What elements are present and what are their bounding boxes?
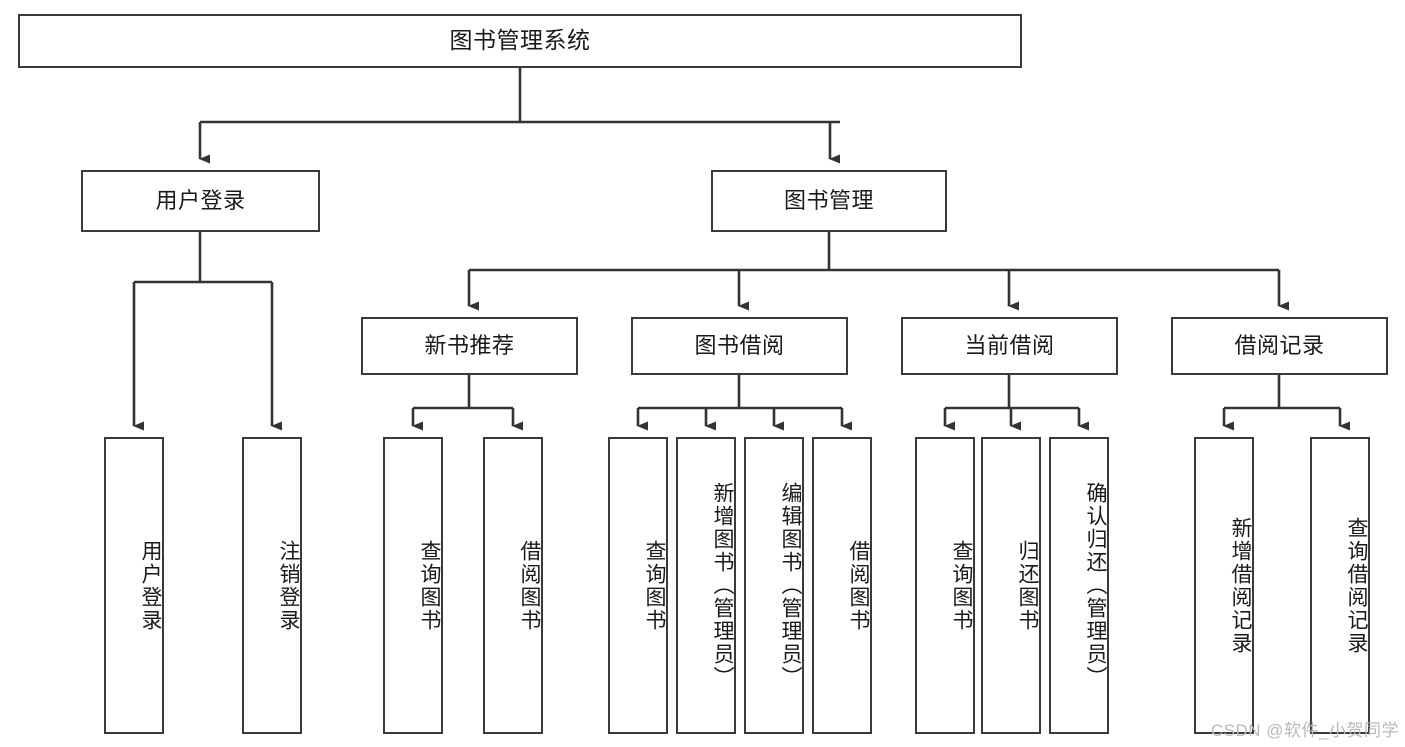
leaf-user-login-logout[interactable]: 注销登录 bbox=[242, 437, 302, 734]
node-user-login-label: 用户登录 bbox=[155, 188, 246, 214]
leaf-label: 新增借阅记录 bbox=[1229, 516, 1252, 655]
leaf-borrow-add-book-admin[interactable]: 新增图书（管理员） bbox=[676, 437, 736, 734]
leaf-label: 查询图书 bbox=[950, 539, 973, 632]
leaf-label: 注销登录 bbox=[277, 539, 300, 632]
leaf-label: 查询图书 bbox=[643, 539, 666, 632]
leaf-new-book-borrow[interactable]: 借阅图书 bbox=[483, 437, 543, 734]
leaf-label: 确认归还（管理员） bbox=[1084, 482, 1107, 689]
node-borrow-records[interactable]: 借阅记录 bbox=[1171, 317, 1388, 375]
leaf-user-login-login[interactable]: 用户登录 bbox=[104, 437, 164, 734]
node-root-label: 图书管理系统 bbox=[449, 27, 591, 54]
leaf-label: 编辑图书（管理员） bbox=[779, 482, 802, 689]
node-book-management-label: 图书管理 bbox=[783, 188, 874, 214]
leaf-label: 归还图书 bbox=[1016, 539, 1039, 632]
leaf-label: 查询借阅记录 bbox=[1345, 516, 1368, 655]
leaf-borrow-query-book[interactable]: 查询图书 bbox=[608, 437, 668, 734]
leaf-borrow-borrow-book[interactable]: 借阅图书 bbox=[812, 437, 872, 734]
leaf-label: 借阅图书 bbox=[518, 539, 541, 632]
leaf-new-book-query[interactable]: 查询图书 bbox=[383, 437, 443, 734]
leaf-borrow-edit-book-admin[interactable]: 编辑图书（管理员） bbox=[744, 437, 804, 734]
node-book-management[interactable]: 图书管理 bbox=[711, 170, 947, 232]
leaf-label: 借阅图书 bbox=[847, 539, 870, 632]
leaf-label: 查询图书 bbox=[418, 539, 441, 632]
node-book-borrow[interactable]: 图书借阅 bbox=[631, 317, 848, 375]
leaf-records-query-record[interactable]: 查询借阅记录 bbox=[1310, 437, 1370, 734]
leaf-records-add-record[interactable]: 新增借阅记录 bbox=[1194, 437, 1254, 734]
leaf-label: 用户登录 bbox=[139, 539, 162, 632]
leaf-current-confirm-return-admin[interactable]: 确认归还（管理员） bbox=[1049, 437, 1109, 734]
node-current-borrow[interactable]: 当前借阅 bbox=[901, 317, 1118, 375]
node-book-borrow-label: 图书借阅 bbox=[694, 333, 785, 359]
node-new-book-recommend[interactable]: 新书推荐 bbox=[361, 317, 578, 375]
node-user-login[interactable]: 用户登录 bbox=[81, 170, 320, 232]
node-root[interactable]: 图书管理系统 bbox=[18, 14, 1022, 68]
csdn-watermark: CSDN @软件_小贺同学 bbox=[1210, 721, 1399, 740]
leaf-current-query-book[interactable]: 查询图书 bbox=[915, 437, 975, 734]
node-new-book-recommend-label: 新书推荐 bbox=[424, 333, 515, 359]
node-borrow-records-label: 借阅记录 bbox=[1234, 333, 1325, 359]
leaf-current-return-book[interactable]: 归还图书 bbox=[981, 437, 1041, 734]
leaf-label: 新增图书（管理员） bbox=[711, 482, 734, 689]
node-current-borrow-label: 当前借阅 bbox=[964, 333, 1055, 359]
